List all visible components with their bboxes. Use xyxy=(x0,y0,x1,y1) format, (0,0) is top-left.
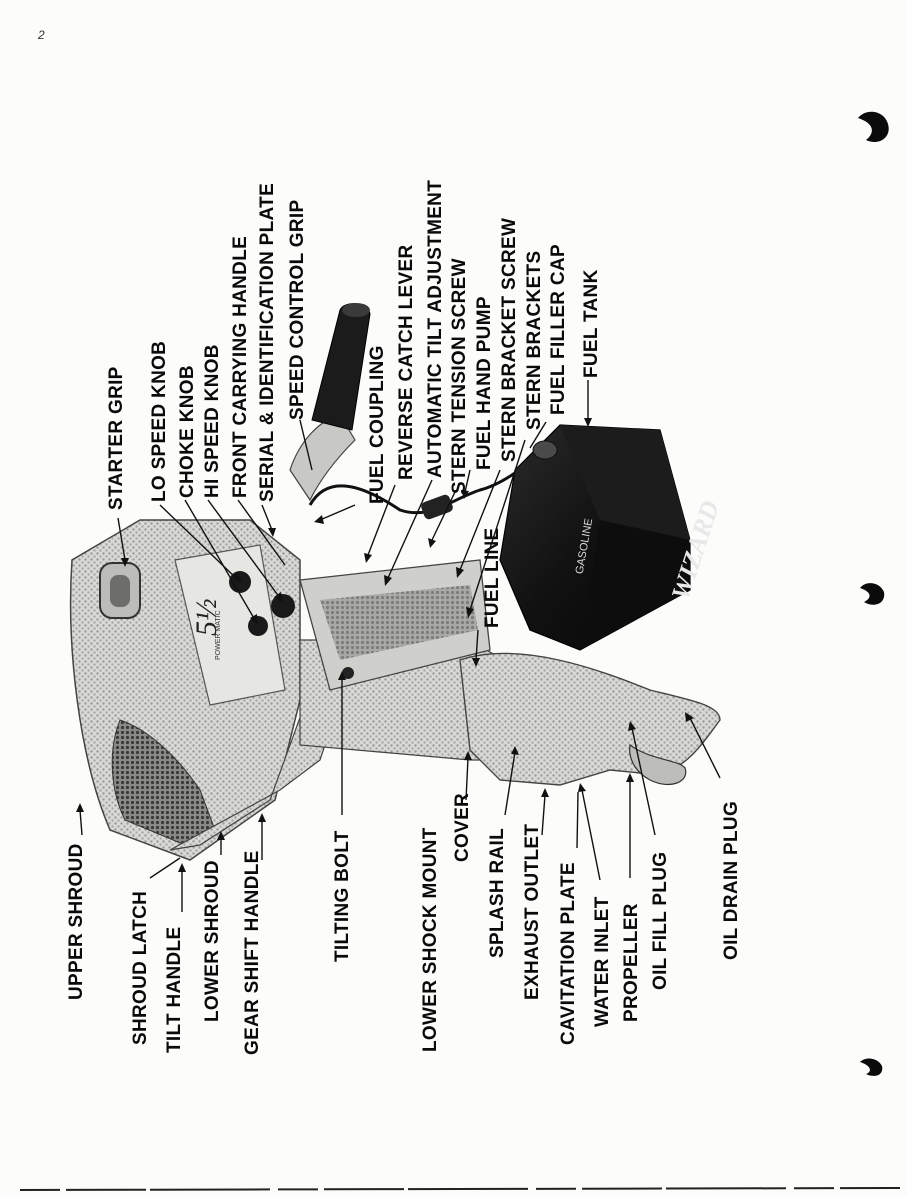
fuel-hand-pump-shape xyxy=(421,494,453,520)
control-panel-shape xyxy=(174,544,286,706)
label-fuel-coupling: FUEL COUPLING xyxy=(367,345,388,504)
tiller-arm-shape xyxy=(289,414,356,502)
label-stern-tension-screw: STERN TENSION SCREW xyxy=(449,258,470,494)
scan-edge-line xyxy=(19,1187,901,1191)
punch-hole-top xyxy=(858,111,889,143)
motor-illustration: 5½ POWER MATIC xyxy=(69,303,725,861)
label-water-inlet: WATER INLET xyxy=(592,896,613,1027)
punch-holes xyxy=(858,111,889,1076)
label-cover: COVER xyxy=(452,793,473,862)
page-number: 2 xyxy=(38,28,45,42)
label-gear-shift-handle: GEAR SHIFT HANDLE xyxy=(242,850,263,1055)
propeller-shape xyxy=(629,743,687,785)
label-fuel-filler-cap: FUEL FILLER CAP xyxy=(548,244,569,415)
label-starter-grip: STARTER GRIP xyxy=(106,366,127,510)
speed-control-grip-shape xyxy=(311,303,371,431)
label-shroud-latch: SHROUD LATCH xyxy=(130,891,151,1045)
label-fuel-tank: FUEL TANK xyxy=(581,269,602,378)
fuel-filler-cap-shape xyxy=(532,440,558,460)
label-fuel-hand-pump: FUEL HAND PUMP xyxy=(474,296,495,470)
label-tilt-handle: TILT HANDLE xyxy=(164,927,185,1053)
label-exhaust-outlet: EXHAUST OUTLET xyxy=(522,824,543,1000)
label-lower-shock-mount: LOWER SHOCK MOUNT xyxy=(420,827,441,1052)
label-oil-fill-plug: OIL FILL PLUG xyxy=(650,852,671,990)
label-serial-plate: SERIAL & IDENTIFICATION PLATE xyxy=(257,183,278,502)
diagram-labels: UPPER SHROUD SHROUD LATCH TILT HANDLE LO… xyxy=(66,180,742,1055)
hi-speed-knob-shape xyxy=(271,594,295,618)
label-lo-speed-knob: LO SPEED KNOB xyxy=(149,341,170,502)
label-reverse-catch-lever: REVERSE CATCH LEVER xyxy=(396,245,417,481)
motor-badge-small: POWER MATIC xyxy=(215,610,222,660)
label-tilting-bolt: TILTING BOLT xyxy=(332,830,353,962)
label-lower-shroud: LOWER SHROUD xyxy=(202,860,223,1022)
label-propeller: PROPELLER xyxy=(621,903,642,1022)
motor-badge: 5½ xyxy=(190,599,223,637)
tilting-bolt-shape xyxy=(342,667,354,679)
punch-hole-bottom xyxy=(860,1058,883,1076)
choke-knob-shape xyxy=(248,616,268,636)
label-hi-speed-knob: HI SPEED KNOB xyxy=(202,344,223,498)
label-oil-drain-plug: OIL DRAIN PLUG xyxy=(721,801,742,960)
label-stern-brackets: STERN BRACKETS xyxy=(524,251,545,430)
leader-lines xyxy=(76,380,721,912)
punch-hole-middle xyxy=(860,583,885,605)
label-choke-knob: CHOKE KNOB xyxy=(177,365,198,498)
label-automatic-tilt-adjustment: AUTOMATIC TILT ADJUSTMENT xyxy=(425,180,446,478)
label-upper-shroud: UPPER SHROUD xyxy=(66,843,87,1000)
label-fuel-line: FUEL LINE xyxy=(482,527,503,628)
label-speed-control-grip: SPEED CONTROL GRIP xyxy=(287,200,308,420)
label-stern-bracket-screw: STERN BRACKET SCREW xyxy=(499,218,520,462)
label-front-carrying-handle: FRONT CARRYING HANDLE xyxy=(230,236,251,498)
label-cavitation-plate: CAVITATION PLATE xyxy=(558,862,579,1045)
label-splash-rail: SPLASH RAIL xyxy=(487,828,508,958)
fuel-tank-shape: WIZARD GASOLINE xyxy=(499,424,725,651)
